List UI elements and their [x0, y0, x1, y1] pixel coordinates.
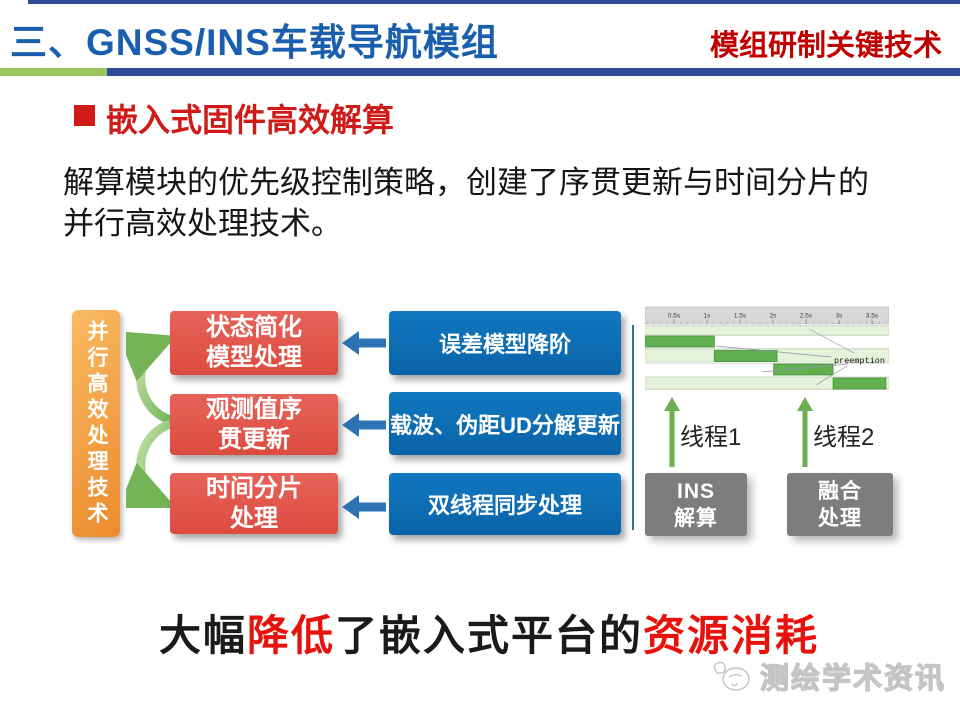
left-arrow-icon — [342, 495, 386, 519]
header-right-title: 模组研制关键技术 — [709, 30, 942, 62]
red-box-1-line-2: 模型处理 — [206, 344, 302, 371]
conclusion-headline: 大幅降低了嵌入式平台的资源消耗 — [0, 602, 960, 663]
body-line-2: 并行高效处理技术。 — [63, 206, 342, 241]
header-rule-green — [0, 68, 107, 76]
left-arrow-icon — [342, 413, 386, 437]
svg-text:1.5s: 1.5s — [734, 313, 747, 320]
vertical-divider — [632, 325, 634, 530]
red-box-state-simplification: 状态简化 模型处理 — [170, 311, 338, 375]
header-rule-navy — [107, 68, 960, 76]
gray-box-1-line-1: INS — [676, 479, 715, 503]
red-box-time-slice: 时间分片 处理 — [170, 473, 338, 534]
gray-box-2-line-2: 处理 — [818, 506, 862, 530]
blue-box-2-label: 载波、伪距UD分解更新 — [390, 412, 620, 438]
gray-box-1-line-2: 解算 — [674, 506, 718, 530]
blue-box-3-label: 双线程同步处理 — [427, 493, 582, 518]
svg-text:3.5s: 3.5s — [866, 313, 879, 320]
red-box-1-line-1: 状态简化 — [206, 314, 302, 341]
thread2-label: 线程2 — [813, 424, 875, 451]
section-title: 嵌入式固件高效解算 — [106, 102, 395, 138]
top-border-line — [28, 0, 960, 4]
thread1-up-arrow-icon — [664, 397, 680, 467]
left-arrow-icon — [342, 331, 386, 355]
conclusion-seg-3: 了嵌入式平台的 — [335, 612, 644, 659]
blue-box-dual-thread-sync: 双线程同步处理 — [389, 473, 621, 535]
blue-box-ud-decomposition: 载波、伪距UD分解更新 — [389, 392, 621, 455]
red-box-3-line-1: 时间分片 — [206, 474, 302, 502]
thread1-label: 线程1 — [680, 424, 742, 451]
watermark-logo-icon — [713, 661, 750, 691]
side-label: 并行高效处理技术 — [85, 319, 108, 528]
parallel-processing-label-box: 并行高效处理技术 — [72, 310, 120, 537]
gray-box-fusion-processing: 融合 处理 — [787, 473, 893, 536]
svg-text:2.5s: 2.5s — [800, 313, 813, 320]
gray-box-ins-solution: INS 解算 — [645, 473, 747, 536]
timeline-chart: 0.5s 1s 1.5s 2s 2.5s 3s 3.5s preemption — [645, 306, 889, 390]
body-paragraph: 解算模块的优先级控制策略，创建了序贯更新与时间分片的 并行高效处理技术。 — [63, 162, 933, 244]
conclusion-seg-1: 大幅 — [158, 612, 247, 659]
page-title: 三、GNSS/INS车载导航模组 — [10, 22, 499, 63]
svg-text:1s: 1s — [704, 313, 712, 320]
thread2-up-arrow-icon — [797, 397, 813, 467]
body-line-1: 解算模块的优先级控制策略，创建了序贯更新与时间分片的 — [63, 165, 869, 200]
cycle-arrow-up-icon — [126, 331, 177, 425]
watermark-text: 测绘学术资讯 — [759, 662, 946, 695]
svg-text:2s: 2s — [770, 313, 778, 320]
conclusion-seg-4: 资源消耗 — [643, 612, 820, 659]
section-bullet-icon — [74, 105, 95, 126]
red-box-2-line-1: 观测值序 — [206, 395, 302, 423]
red-box-3-line-2: 处理 — [230, 504, 278, 532]
svg-text:3s: 3s — [836, 313, 844, 320]
conclusion-seg-2: 降低 — [246, 612, 335, 659]
blue-box-error-model: 误差模型降阶 — [389, 311, 621, 375]
red-box-sequential-update: 观测值序 贯更新 — [170, 394, 338, 455]
blue-box-1-label: 误差模型降阶 — [438, 332, 571, 357]
watermark: 测绘学术资讯 — [710, 655, 946, 697]
red-box-2-line-2: 贯更新 — [218, 425, 290, 453]
svg-text:preemption: preemption — [834, 356, 885, 366]
svg-text:0.5s: 0.5s — [668, 313, 681, 320]
gray-box-2-line-1: 融合 — [818, 479, 862, 503]
cycle-arrow-down-icon — [126, 419, 177, 508]
cycle-arrows-icon — [126, 331, 177, 508]
